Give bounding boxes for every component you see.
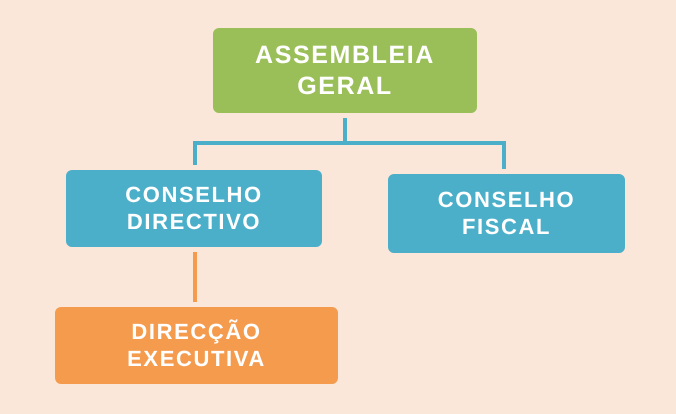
- connector-drop-left: [193, 141, 197, 172]
- connector-branch-bar: [193, 141, 506, 145]
- node-label-conselho-directivo: CONSELHO DIRECTIVO: [125, 181, 263, 234]
- node-direccao-executiva[interactable]: DIRECÇÃO EXECUTIVA: [50, 302, 343, 389]
- node-assembleia-geral[interactable]: ASSEMBLEIA GERAL: [208, 23, 482, 118]
- node-label-conselho-fiscal: CONSELHO FISCAL: [437, 186, 576, 239]
- connector-root-stem: [343, 113, 347, 145]
- node-label-assembleia-geral: ASSEMBLEIA GERAL: [255, 41, 435, 100]
- node-label-direccao-executiva: DIRECÇÃO EXECUTIVA: [127, 318, 266, 371]
- connector-drop-right: [502, 141, 506, 174]
- node-conselho-fiscal[interactable]: CONSELHO FISCAL: [383, 169, 630, 258]
- connector-exec-stem: [193, 247, 197, 307]
- node-conselho-directivo[interactable]: CONSELHO DIRECTIVO: [61, 165, 327, 252]
